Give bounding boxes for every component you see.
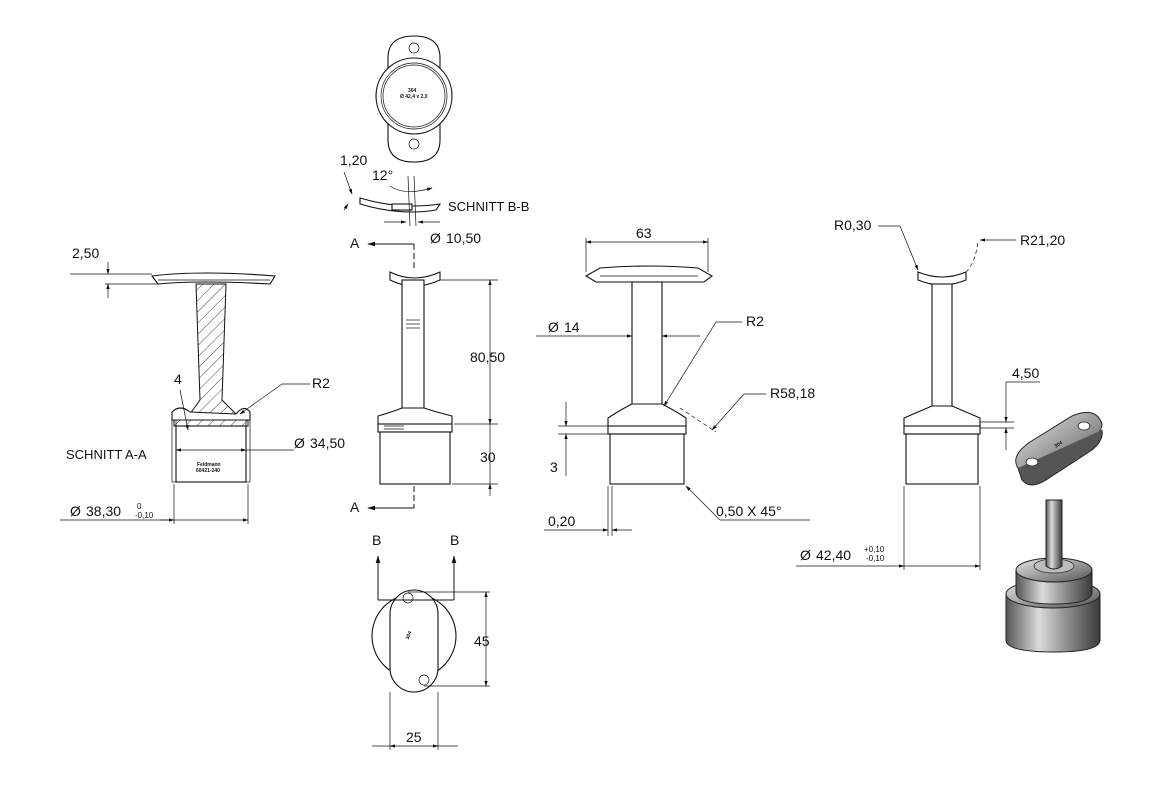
dia-symbol-38-30: Ø [70,503,81,519]
side-view: 63 Ø 14 R2 R58,18 3 0,20 0,50 X 45° [536,225,815,536]
dim-height-80-50: 80,50 [470,349,505,365]
dim-width-63: 63 [636,225,652,241]
tol-38-30-lower: -0,10 [135,511,154,520]
dim-diameter-14: 14 [564,319,580,335]
dim-radius-r0-30: R0,30 [834,217,872,233]
dim-thickness-1-20: 1,20 [340,152,367,168]
engraving-bottom: 304 [405,630,414,640]
dim-diameter-34-50: 34,50 [310,435,345,451]
dim-angle-12: 12° [372,167,393,183]
cut-marker-b-right: B [450,532,459,548]
dim-wall-4: 4 [174,371,182,387]
dia-symbol-42-40: Ø [800,547,811,563]
top-plate-view: 304 Ø 42,4 x 2,0 [375,35,453,163]
dia-symbol-14: Ø [548,319,559,335]
dim-radius-r2-mid: R2 [746,313,764,329]
section-a-a-view: Feldmann 60421-240 2,50 4 R2 Ø 34,50 SCH… [60,245,345,524]
cut-marker-a-top: A [350,235,360,251]
dim-diameter-38-30: 38,30 [86,503,121,519]
engraving-3d: 304 [1054,440,1064,450]
dim-thickness-2-50: 2,50 [72,245,99,261]
dim-length-45: 45 [474,633,490,649]
dim-radius-r58-18: R58,18 [770,385,815,401]
section-a-a-label: SCHNITT A-A [66,447,147,462]
dim-diameter-10-50: 10,50 [446,230,481,246]
dia-symbol-34-50: Ø [294,435,305,451]
isometric-3d-view: 304 [1005,411,1103,653]
dim-radius-r21-20: R21,20 [1020,232,1065,248]
section-b-b-detail: 1,20 12° SCHNITT B-B Ø 10,50 [340,152,529,246]
right-view: R0,30 R21,20 4,50 Ø 42,40 +0,10 -0,10 [796,217,1065,570]
dim-diameter-42-40: 42,40 [816,547,851,563]
engraving-plate-1: 304 [408,88,417,94]
dia-symbol-10-50: Ø [430,230,441,246]
dim-offset-4-50: 4,50 [1012,365,1039,381]
dim-chamfer-0-20: 0,20 [548,513,575,529]
tol-38-30-upper: 0 [137,502,142,511]
engraving-plate-2: Ø 42,4 x 2,0 [400,94,428,100]
tol-42-40-lower: -0,10 [866,554,885,563]
bottom-plate-view: 304 B B 45 25 [371,532,490,750]
cut-marker-a-bottom: A [350,499,360,515]
dim-chamfer-0-50x45: 0,50 X 45° [716,503,782,519]
tol-42-40-upper: +0,10 [864,545,885,554]
front-view: A A 80,50 30 [350,235,505,515]
dim-width-25: 25 [406,729,422,745]
dim-step-3: 3 [550,459,558,475]
cut-marker-b-left: B [372,532,381,548]
section-b-b-label: SCHNITT B-B [448,199,529,214]
dim-radius-r2-left: R2 [312,375,330,391]
dim-height-30: 30 [480,449,496,465]
engraving-brand: Feldmann [197,462,221,468]
engraving-part-no: 60421-240 [196,468,220,474]
